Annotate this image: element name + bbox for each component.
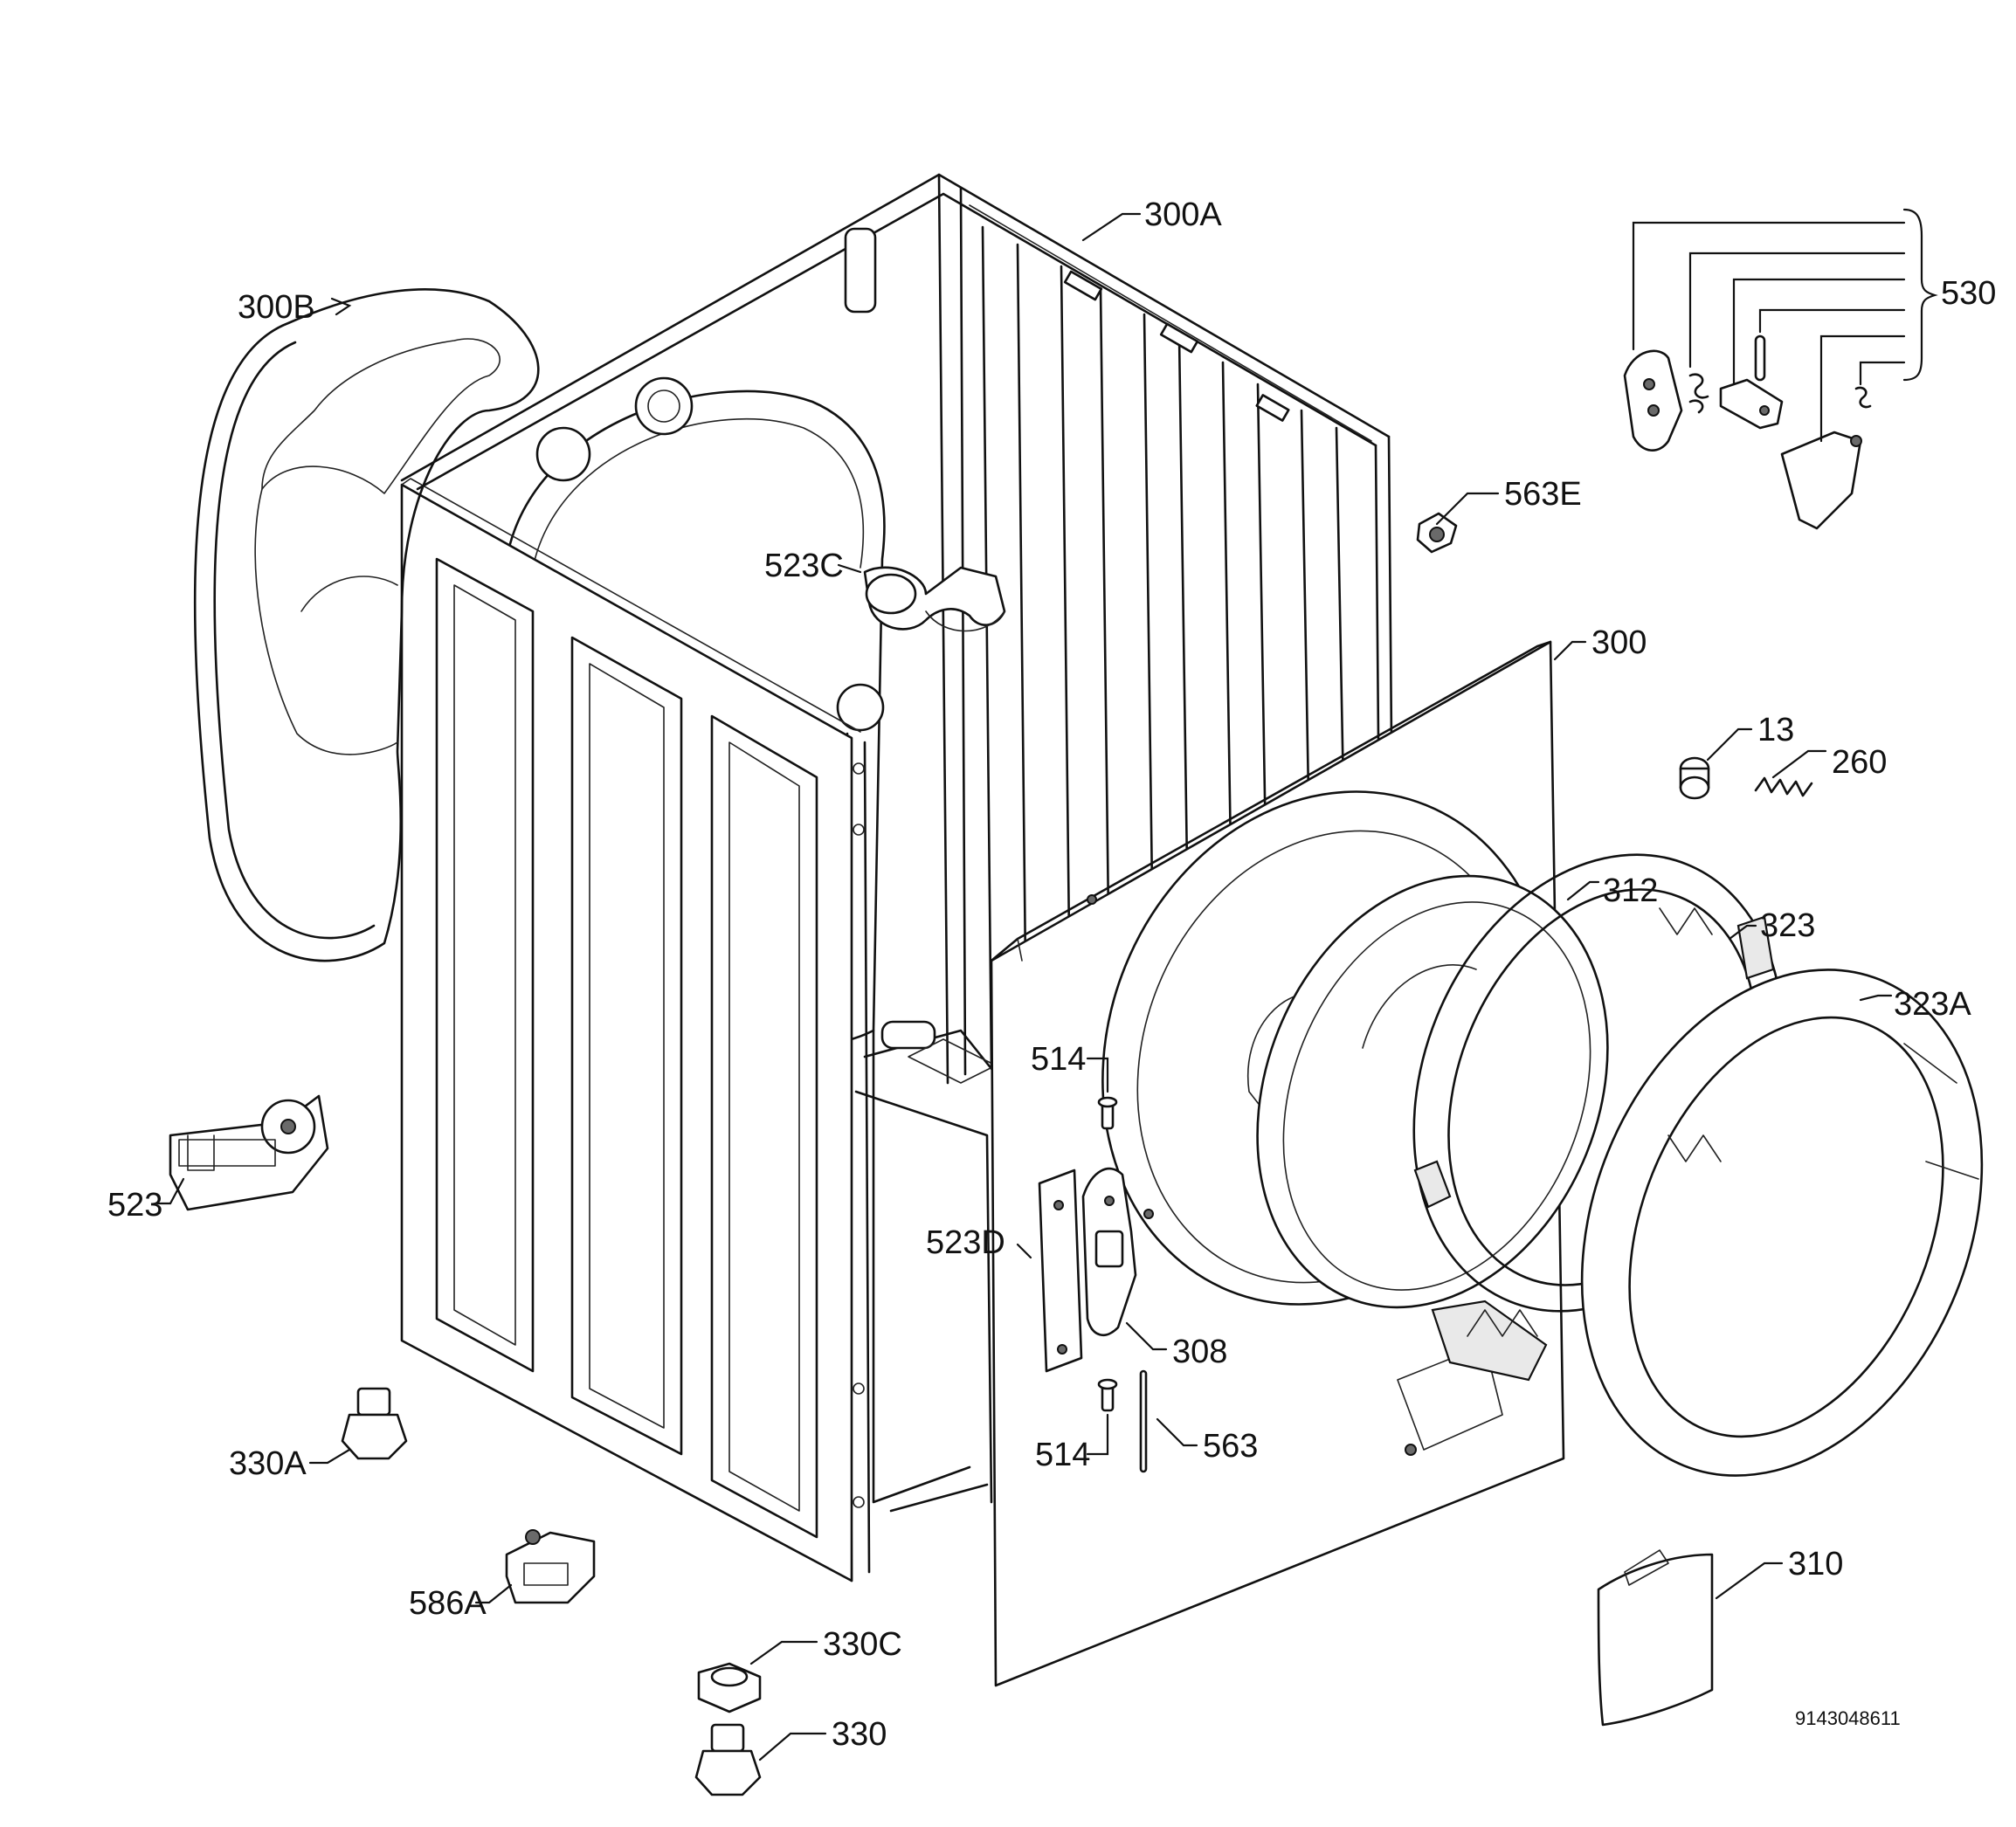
nut-330C — [697, 1662, 762, 1713]
part-label: 323 — [1760, 907, 1815, 944]
part-label: 330 — [832, 1716, 887, 1753]
part-label: 586A — [409, 1585, 487, 1622]
part-label: 523C — [764, 548, 844, 584]
spring-260 — [1754, 776, 1813, 797]
part-label: 300A — [1144, 196, 1222, 233]
screw-514-top — [1097, 1096, 1118, 1130]
part-label: 260 — [1832, 744, 1887, 781]
outer-door-ring-323A — [1580, 969, 1984, 1477]
part-label: 300 — [1591, 624, 1647, 661]
part-label: 563E — [1504, 476, 1582, 513]
part-label: 563 — [1203, 1428, 1258, 1465]
part-586A — [505, 1529, 596, 1604]
door-hinge-assembly-530 — [1623, 208, 1938, 530]
left-side-panel — [400, 478, 861, 1582]
door-handle-308 — [1081, 1167, 1137, 1336]
part-label: 310 — [1788, 1546, 1843, 1582]
part-label: 530 — [1941, 275, 1996, 312]
door-glass-312 — [1256, 874, 1609, 1309]
part-label: 308 — [1172, 1334, 1227, 1370]
part-label: 323A — [1894, 986, 1971, 1023]
cabinet-frame — [400, 173, 1395, 1582]
part-label: 514 — [1035, 1437, 1090, 1473]
part-label: 312 — [1603, 872, 1658, 909]
part-13 — [1679, 756, 1710, 800]
part-label: 523 — [107, 1187, 162, 1224]
leader-lines — [155, 212, 1893, 1762]
part-563E — [1416, 512, 1458, 554]
part-label: 514 — [1031, 1041, 1086, 1078]
door-lock-523D — [1038, 1169, 1083, 1373]
hose-holder-523 — [169, 1094, 329, 1211]
part-label: 523D — [926, 1224, 1005, 1261]
rear-seal-300B — [193, 288, 540, 962]
screw-514-bottom — [1097, 1378, 1118, 1412]
part-label: 330C — [823, 1626, 902, 1663]
part-label: 300B — [238, 289, 315, 326]
hose-clip-523C — [863, 566, 1006, 632]
foot-330A — [341, 1387, 408, 1460]
part-labels: 300A 300B 530 563E 523C 300 13 260 312 3… — [107, 196, 1996, 1753]
cover-310 — [1597, 1549, 1714, 1727]
foot-330 — [694, 1723, 762, 1796]
part-label: 330A — [229, 1445, 307, 1482]
part-label: 13 — [1757, 712, 1794, 748]
pin-563 — [1139, 1369, 1148, 1473]
document-number: 9143048611 — [1795, 1707, 1901, 1729]
